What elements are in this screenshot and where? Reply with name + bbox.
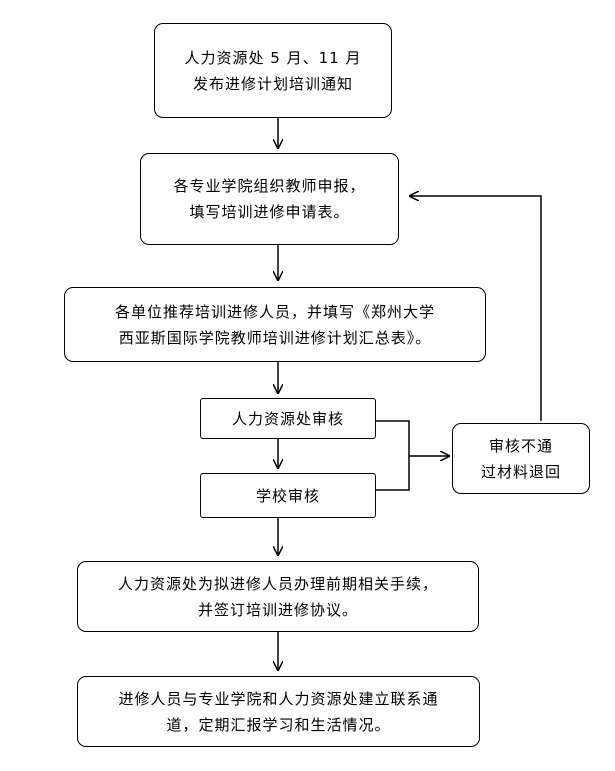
step-teacher-apply: 各专业学院组织教师申报， 填写培训进修申请表。 — [140, 153, 399, 245]
step-contact-report: 进修人员与专业学院和人力资源处建立联系通 道，定期汇报学习和生活情况。 — [77, 676, 480, 747]
step-teacher-apply-line1: 各专业学院组织教师申报， — [173, 177, 366, 195]
step-sign-agreement: 人力资源处为拟进修人员办理前期相关手续， 并签订培训进修协议。 — [77, 561, 479, 632]
step-unit-recommend: 各单位推荐培训进修人员，并填写《郑州大学 西亚斯国际学院教师培训进修计划汇总表》… — [64, 287, 486, 362]
step-sign-agreement-line2: 并签订培训进修协议。 — [197, 600, 358, 619]
step-publish-notice: 人力资源处 5 月、11 月 发布进修计划培训通知 — [154, 23, 392, 118]
merge-bracket — [376, 420, 410, 491]
step-contact-report-line2: 道，定期汇报学习和生活情况。 — [166, 715, 391, 734]
arrow-reject-return — [410, 196, 542, 421]
step-unit-recommend-line1: 各单位推荐培训进修人员，并填写《郑州大学 — [114, 302, 435, 321]
step-teacher-apply-line2: 填写培训进修申请表。 — [189, 203, 350, 221]
step-hr-review: 人力资源处审核 — [200, 398, 376, 439]
step-reject-return-line1: 审核不通 — [488, 436, 553, 455]
step-reject-return: 审核不通 过材料退回 — [452, 423, 590, 494]
step-publish-notice-line1: 人力资源处 5 月、11 月 — [184, 48, 362, 67]
step-contact-report-line1: 进修人员与专业学院和人力资源处建立联系通 — [118, 689, 439, 708]
step-sign-agreement-line1: 人力资源处为拟进修人员办理前期相关手续， — [117, 574, 438, 593]
step-school-review-label: 学校审核 — [255, 486, 320, 505]
step-reject-return-line2: 过材料退回 — [480, 462, 561, 481]
step-school-review: 学校审核 — [200, 473, 376, 518]
step-publish-notice-line2: 发布进修计划培训通知 — [192, 74, 353, 93]
step-unit-recommend-line2: 西亚斯国际学院教师培训进修计划汇总表》。 — [118, 328, 432, 347]
step-hr-review-label: 人力资源处审核 — [231, 409, 344, 428]
